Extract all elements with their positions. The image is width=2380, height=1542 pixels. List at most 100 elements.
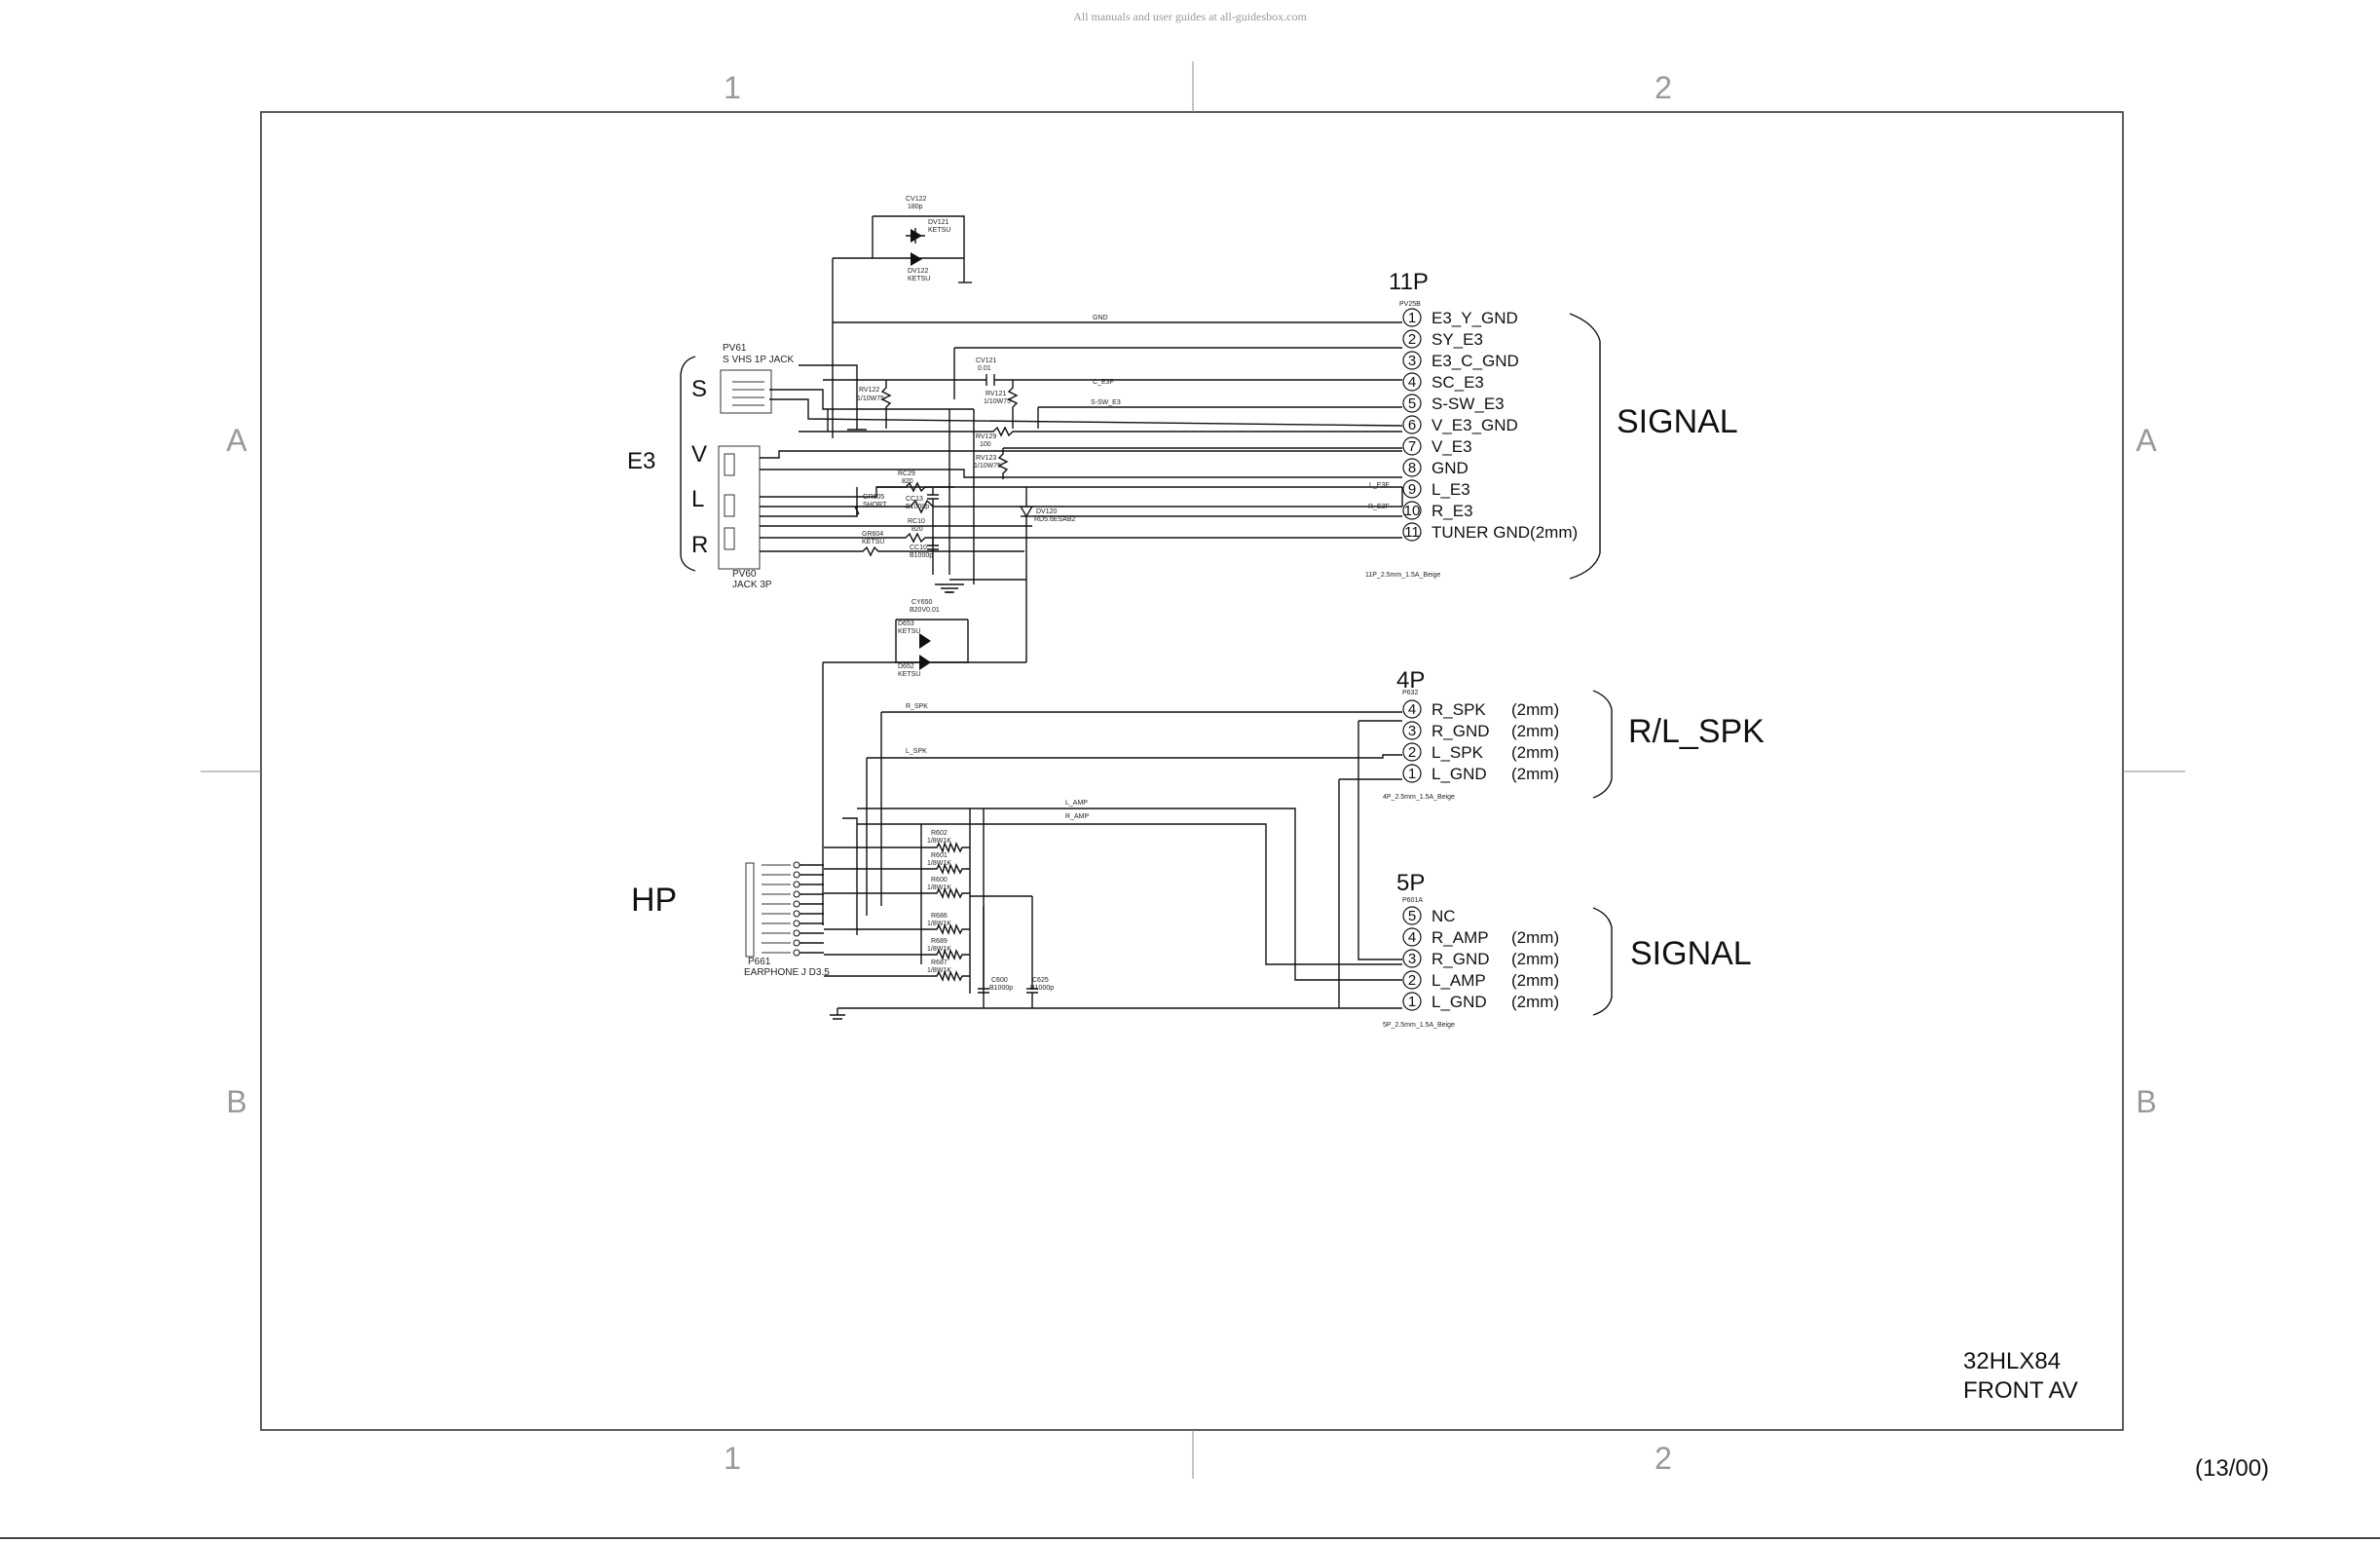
earphone-jack-terminal (793, 949, 800, 957)
page-number: (13/00) (2195, 1455, 2269, 1482)
rc10-ref: RC10 (908, 518, 925, 525)
earphone-jack-terminal (793, 881, 800, 888)
cv121-ref: CV121 (976, 357, 997, 364)
connector-4p-ref: P632 (1402, 690, 1418, 696)
pin-circle (1402, 501, 1422, 520)
earphone-jack-terminal (793, 861, 800, 869)
pin-circle (1402, 927, 1422, 947)
earphone-jack-terminal (793, 890, 800, 898)
pin-signal-name: S-SW_E3 (1432, 395, 1505, 413)
pin-number: 1 (1408, 766, 1416, 782)
pin-signal-name: R_GND (1432, 950, 1490, 968)
r602-ref: R602 (931, 830, 948, 837)
d652-ref: D652 (898, 663, 914, 670)
input-r-label: R (691, 532, 708, 558)
r687-value: 1/8W1K (927, 967, 951, 974)
rc29-value: 820 (902, 478, 913, 485)
connector-11p-header: 11P (1389, 269, 1429, 295)
pin-number: 8 (1408, 460, 1416, 476)
net-le3f-label: L_E3F (1369, 482, 1390, 489)
pin-circle (1402, 970, 1422, 990)
pin-circle (1402, 522, 1422, 542)
ladder-resistor (824, 886, 970, 900)
pin-number: 1 (1408, 310, 1416, 326)
cc10-value: B1000p (910, 552, 933, 559)
net-re3f-label: R_E3F (1368, 504, 1390, 510)
pin-signal-name: R_AMP (1432, 928, 1489, 947)
pin-signal-name: SC_E3 (1432, 373, 1484, 392)
cv122-ref: CV122 (906, 196, 927, 203)
pin-circle (1402, 742, 1422, 762)
pin-number: 3 (1408, 951, 1416, 967)
r687-ref: R687 (931, 959, 948, 966)
net-ramp-label: R_AMP (1065, 813, 1089, 820)
gr604-ref: GR604 (862, 531, 883, 538)
watermark-text: All manuals and user guides at all-guide… (1073, 10, 1307, 23)
av-jack-ref: PV60 (732, 569, 757, 580)
pin-signal-name: L_GND (1432, 765, 1487, 783)
pin-note: (2mm) (1511, 743, 1559, 762)
rv122-ref: RV122 (859, 387, 879, 394)
pin-signal-name: L_E3 (1432, 480, 1470, 499)
pin-number: 3 (1408, 353, 1416, 369)
c600-ref: C600 (991, 977, 1008, 984)
pin-circle (1402, 458, 1422, 477)
rv123-ref: RV123 (976, 455, 996, 462)
pin-signal-name: NC (1432, 907, 1456, 925)
pin-number: 7 (1408, 438, 1416, 455)
rv129-value: 100 (980, 441, 991, 448)
pin-circle (1402, 372, 1422, 392)
svhs-jack-ref: PV61 (723, 343, 747, 354)
av-jack-symbol (718, 445, 761, 570)
protection-cluster: CY650 B20V0.01 D653 KETSU D652 KETSU (822, 599, 1026, 925)
connector-11p-footprint: 11P_2.5mm_1.5A_Beige (1365, 572, 1440, 579)
c625-ref: C625 (1032, 977, 1049, 984)
pin-number: 4 (1408, 701, 1416, 718)
earphone-jack-terminal (793, 929, 800, 937)
pin-note: (2mm) (1511, 700, 1559, 719)
d653-ref: D653 (898, 621, 914, 627)
zone-label-rowA-right: A (2136, 423, 2157, 458)
ladder-resistor (824, 969, 970, 983)
pin-circle (1402, 721, 1422, 740)
pin-number: 3 (1408, 723, 1416, 739)
gr604-value: KETSU (862, 539, 884, 545)
pin-number: 9 (1408, 481, 1416, 498)
net-lspk-label: L_SPK (906, 748, 927, 755)
pin-note: (2mm) (1511, 950, 1559, 968)
hp-label: HP (631, 882, 677, 919)
e3-input-section: E3 S V L R PV61 S VHS 1P JACK PV60 JACK … (627, 196, 1403, 662)
gr605-value: SHORT (863, 502, 887, 508)
input-v-label: V (691, 441, 707, 468)
earphone-jack-terminal (793, 939, 800, 947)
ladder-resistor (824, 948, 970, 961)
pin-circle (1402, 394, 1422, 413)
dv122-ref: DV122 (908, 268, 929, 275)
cv121-value: 0.01 (978, 365, 991, 372)
connector-11p-ref: PV25B (1399, 301, 1421, 308)
pin-circle (1402, 415, 1422, 434)
zone-label-col2-top: 2 (1655, 70, 1672, 105)
net-rspk-label: R_SPK (906, 703, 928, 710)
ladder-resistor (824, 841, 970, 854)
pin-number: 2 (1408, 744, 1416, 761)
net-ssw-label: S-SW_E3 (1091, 399, 1121, 406)
pin-number: 6 (1408, 417, 1416, 433)
earphone-jack-terminal (793, 920, 800, 927)
cv122-value: 180p (908, 204, 923, 210)
pin-number: 2 (1408, 331, 1416, 348)
pin-circle (1402, 308, 1422, 327)
pin-number: 2 (1408, 972, 1416, 989)
connector-5p-group-label: SIGNAL (1630, 935, 1752, 972)
connector-4p-group-label: R/L_SPK (1628, 713, 1765, 750)
